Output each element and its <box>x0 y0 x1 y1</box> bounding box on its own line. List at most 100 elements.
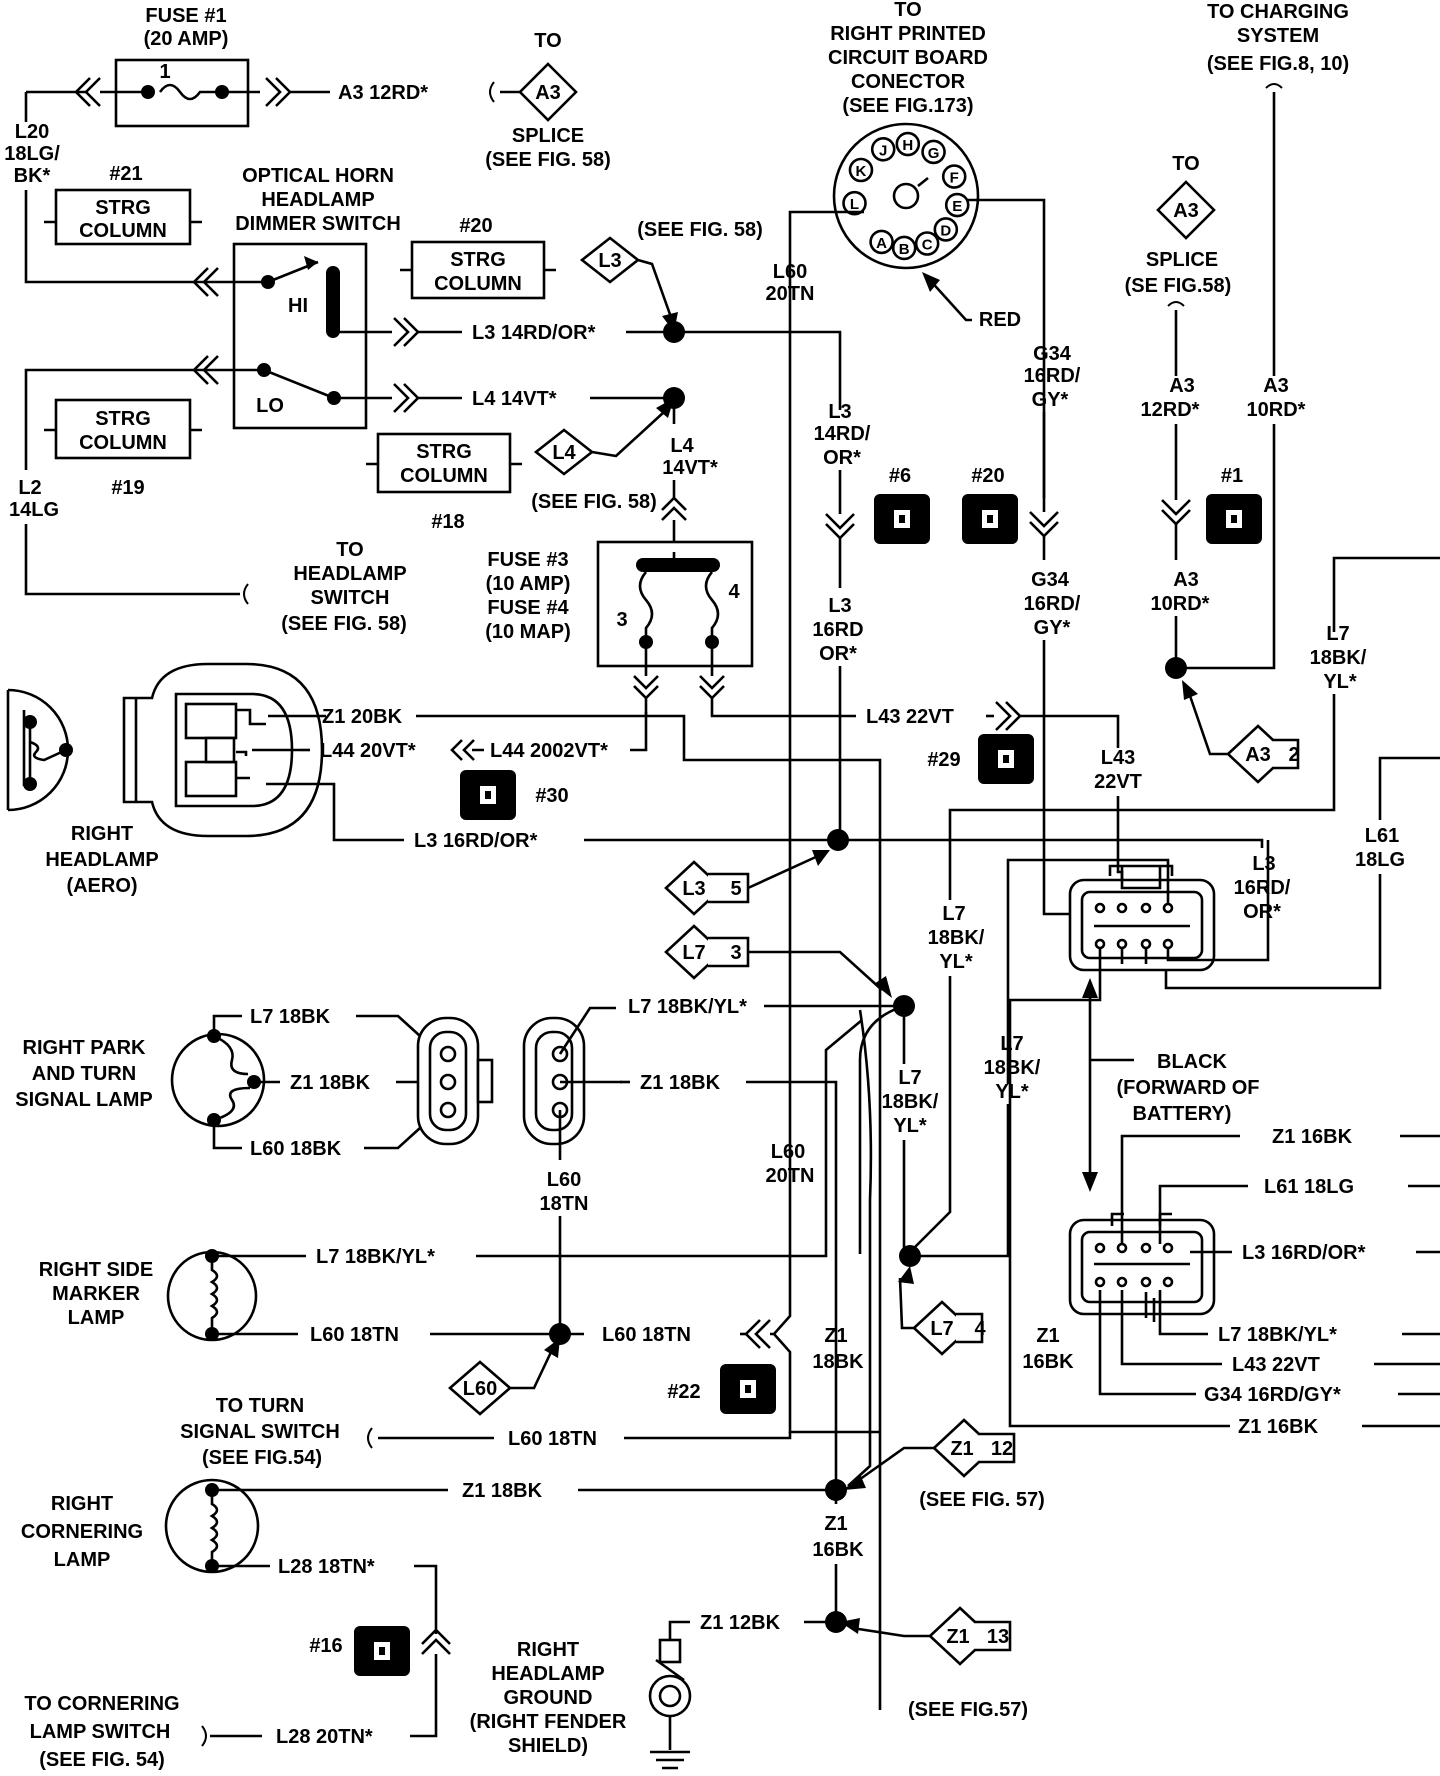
fuse4-number: 4 <box>728 581 740 603</box>
strg21-label2: COLUMN <box>79 220 167 242</box>
l3-right-wire: L3 16RD/ OR* <box>840 838 1291 923</box>
headlamp-l1: RIGHT <box>71 823 133 845</box>
z1-12bk-label: Z1 12BK <box>700 1612 781 1634</box>
l60-18bk-label: L60 18BK <box>250 1138 342 1160</box>
strg-column-19: STRG COLUMN #19 <box>44 398 202 499</box>
pcb-pin-a <box>869 229 894 255</box>
black-l3: BATTERY) <box>1133 1103 1232 1125</box>
marker-l3: LAMP <box>68 1307 125 1329</box>
a3-12rd-wire: A3 12RD* <box>338 82 428 104</box>
l7-c-label: L7 <box>898 1067 921 1089</box>
park-l2: AND TURN <box>32 1063 136 1085</box>
l28-18tn-label: L28 18TN* <box>278 1556 375 1578</box>
turnsw-l3: (SEE FIG.54) <box>202 1447 322 1469</box>
turnsw-l1: TO TURN <box>216 1395 305 1417</box>
charging-l3: (SEE FIG.8, 10) <box>1207 53 1349 75</box>
connector-1: #1 <box>1206 465 1262 544</box>
pcb-l4: (SEE FIG.173) <box>842 95 973 117</box>
l3-v-label: L3 <box>828 401 851 423</box>
pcb-red-label: RED <box>979 309 1021 331</box>
z1-13-flag-label: Z1 <box>946 1626 969 1648</box>
cornersw-l1: TO CORNERING <box>24 1693 179 1715</box>
see-fig-57-a: (SEE FIG. 57) <box>919 1489 1045 1511</box>
l7-3-flag-number: 3 <box>730 942 741 964</box>
corner-l1: RIGHT <box>51 1493 113 1515</box>
headswitch-l3: SWITCH <box>311 587 390 609</box>
z1-16bk-c-gauge: 16BK <box>812 1539 864 1561</box>
pcb-pin-l <box>842 190 867 216</box>
l61-18lg-label: L61 18LG <box>1264 1176 1354 1198</box>
z1-16bk-c-label: Z1 <box>824 1513 847 1535</box>
l2-14lg-wire: L2 14LG TO HEADLAMP SWITCH (SEE FIG. 58) <box>9 368 407 635</box>
marker-l1: RIGHT SIDE <box>39 1259 153 1281</box>
dimmer-title3: DIMMER SWITCH <box>235 213 401 235</box>
a3-10rd-gauge2: 10RD* <box>1151 593 1210 615</box>
l60-18tn-label-c: L60 18TN <box>602 1324 691 1346</box>
l43-22vt-label-r: L43 22VT <box>1232 1354 1320 1376</box>
cornersw-l3: (SEE FIG. 54) <box>39 1749 165 1771</box>
conn6-label: #6 <box>889 465 911 487</box>
dimmer-title1: OPTICAL HORN <box>242 165 394 187</box>
l3-14rdor-label: L3 14RD/OR* <box>472 322 596 344</box>
splice-label: SPLICE <box>512 125 584 147</box>
l7-m2-label: L7 <box>1000 1033 1023 1055</box>
z1-12-flag: Z1 12 (SEE FIG. 57) <box>844 1418 1045 1511</box>
black-l2: (FORWARD OF <box>1117 1077 1260 1099</box>
a3-splice-right: TO A3 SPLICE (SE FIG.58) A3 12RD* A3 10R… <box>1125 153 1300 784</box>
l7-m-gauge: 18BK/ <box>928 927 985 949</box>
to-label-a3: TO <box>534 30 561 52</box>
a3-10rd-label2: A3 <box>1173 569 1199 591</box>
l60-18tn-v-label: L60 <box>547 1169 581 1191</box>
strg20-label2: COLUMN <box>434 273 522 295</box>
l7-4-number: 4 <box>974 1318 986 1340</box>
l60-18tn-label-b: L60 18TN <box>508 1428 597 1450</box>
l3-16rdor-label-r: L3 16RD/OR* <box>1242 1242 1366 1264</box>
ground-l1: RIGHT <box>517 1639 579 1661</box>
l3-v-color2: OR* <box>819 643 857 665</box>
l3-14rdor-wire: L3 14RD/OR* L3 (SEE FIG. 58) <box>418 219 842 410</box>
pcb-pin-label-k: K <box>856 163 867 180</box>
battery-connector: BLACK (FORWARD OF BATTERY) <box>1068 978 1260 1322</box>
l4-14vt-label: L4 14VT* <box>472 388 557 410</box>
strg21-number: #21 <box>109 163 142 185</box>
connector-16: #16 <box>309 1626 410 1676</box>
l60-top-label: L60 <box>773 261 807 283</box>
l4-gauge: 14VT* <box>662 457 718 479</box>
l3-16rdor-label-l: L3 16RD/OR* <box>414 830 538 852</box>
conn30-label: #30 <box>535 785 568 807</box>
l20-wire: L20 18LG/ BK* <box>4 92 196 284</box>
l3-5-flag-number: 5 <box>730 878 741 900</box>
l2-label: L2 <box>18 477 41 499</box>
strg18-number: #18 <box>431 511 464 533</box>
fuse-3-4: FUSE #3 (10 AMP) FUSE #4 (10 MAP) 3 4 <box>485 540 754 716</box>
l3-5-flag: L3 5 <box>664 850 830 916</box>
pcb-pin-label-l: L <box>850 196 859 213</box>
l3-see-fig-58: (SEE FIG. 58) <box>637 219 763 241</box>
splice-r-see: (SE FIG.58) <box>1125 275 1232 297</box>
pcb-l2: CIRCUIT BOARD <box>828 47 988 69</box>
l60-mid-label: L60 <box>771 1141 805 1163</box>
l7-r-gauge: 18BK/ <box>1310 647 1367 669</box>
dimmer-switch: OPTICAL HORN HEADLAMP DIMMER SWITCH HI L… <box>192 165 420 430</box>
l7-18bkyl-label-r: L7 18BK/YL* <box>1218 1324 1337 1346</box>
pcb-l1: RIGHT PRINTED <box>830 23 986 45</box>
a3-2-number: 2 <box>1288 744 1299 766</box>
splice-r-to: TO <box>1172 153 1199 175</box>
g34-gauge: 16RD/ <box>1024 365 1081 387</box>
fuse3-number: 3 <box>616 609 627 631</box>
headlamp-wires: Z1 20BK L44 20VT* L44 2002VT* L3 16RD/OR… <box>300 706 882 1710</box>
headswitch-to: TO <box>336 539 363 561</box>
l7-right-wire: L7 18BK/ YL* L7 18BK/ YL* <box>909 556 1440 1253</box>
park-l3: SIGNAL LAMP <box>15 1089 152 1111</box>
l60-18tn-label-l: L60 18TN <box>310 1324 399 1346</box>
charging-l1: TO CHARGING <box>1207 1 1349 23</box>
strg20-number: #20 <box>459 215 492 237</box>
l7-18bk-label: L7 18BK <box>250 1006 331 1028</box>
l4-splice-flag: L4 <box>552 442 576 464</box>
pcb-pin-label-g: G <box>928 145 940 162</box>
l7-18bkyl-label-m: L7 18BK/YL* <box>316 1246 435 1268</box>
l3-vertical-wire: L3 14RD/ OR* L3 16RD OR* <box>812 401 871 840</box>
l44-2002vt-label: L44 2002VT* <box>490 740 608 762</box>
pcb-connector: TO RIGHT PRINTED CIRCUIT BOARD CONECTOR … <box>788 0 1046 1232</box>
see-fig-58-label: (SEE FIG. 58) <box>485 149 611 171</box>
